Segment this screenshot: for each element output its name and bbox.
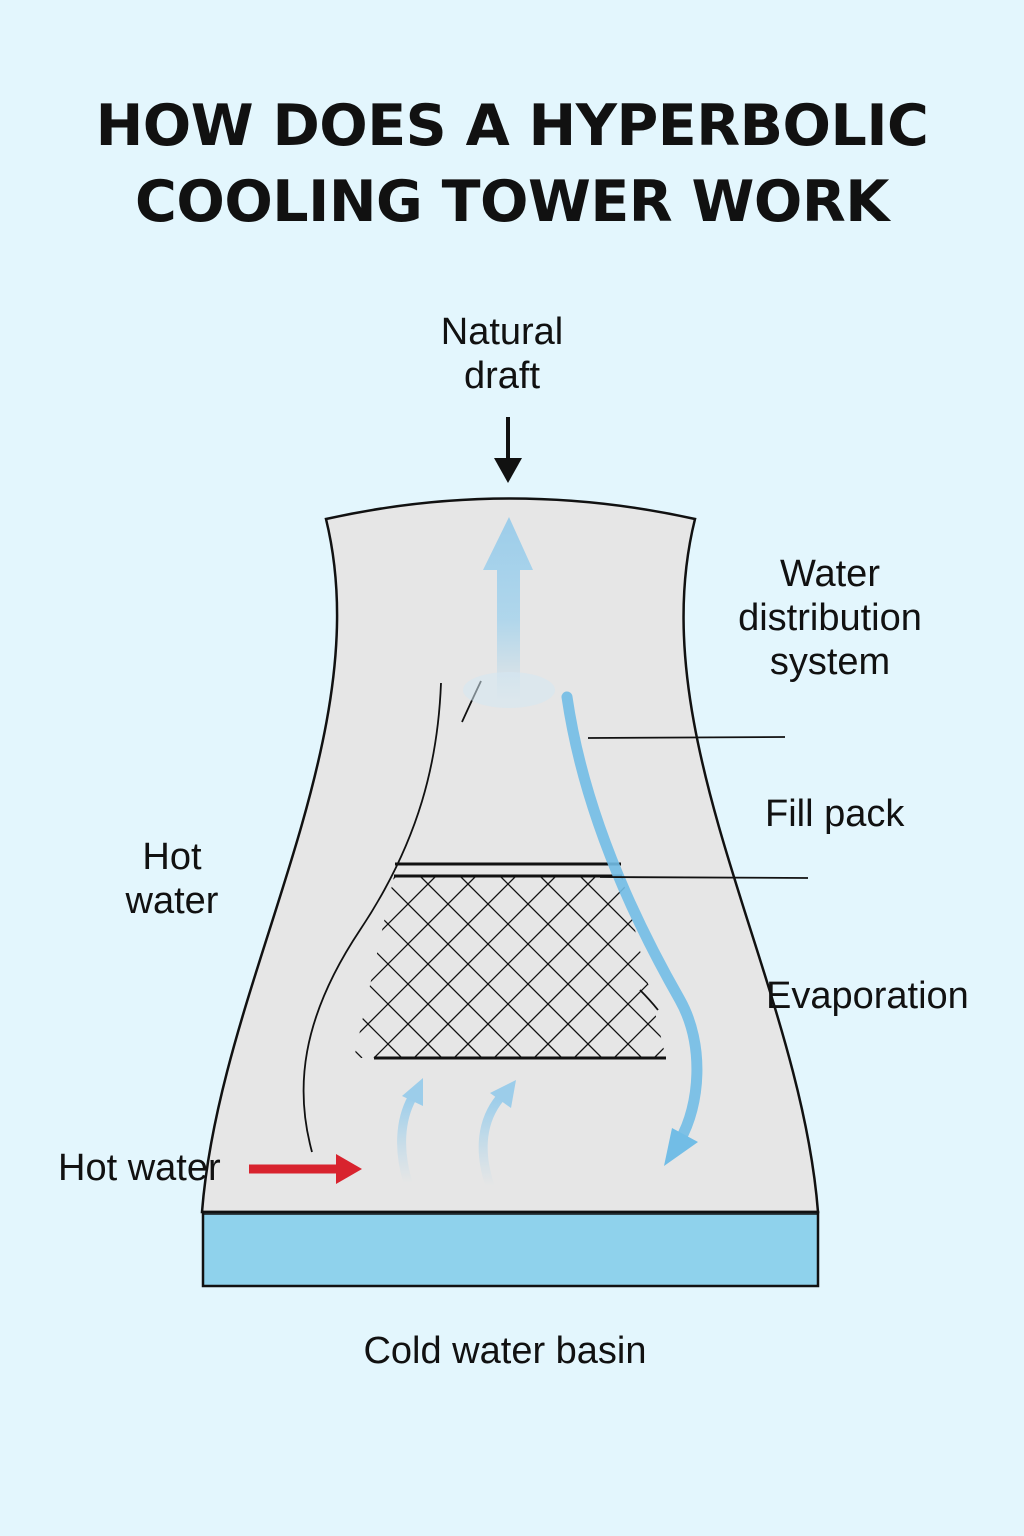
air-inflow-arrow-right [478,1093,505,1191]
label-fill-pack: Fill pack [765,793,905,835]
label-evaporation: Evaporation [766,975,969,1017]
inner-shell-curve-right [639,989,659,1011]
label-water-distribution-line-1: Water [780,553,880,595]
leader-line-water-distribution [587,736,786,739]
label-hot-water-line-2: water [125,880,219,922]
inner-shell-curve-left [302,682,442,1153]
cold-water-basin [201,1210,820,1288]
natural-draft-arrow-head [494,458,522,483]
label-natural-draft-line-1: Natural [440,311,564,353]
label-hot-water-line-1: Hot [142,836,202,878]
diagram-title-line-2: COOLING TOWER WORK [135,169,889,235]
tower-shell [200,497,820,1214]
leader-line-fill-pack [599,876,809,879]
hot-water-inlet-arrow-head [336,1154,362,1184]
label-cold-water-basin: Cold water basin [363,1330,647,1372]
updraft-arrow [483,517,533,700]
diagram-title-line-1: HOW DOES A HYPERBOLIC [95,93,929,159]
label-water-distribution-line-3: system [769,641,891,683]
label-water-distribution-line-2: distribution [738,597,922,639]
label-hot-water-inlet: Hot water [58,1147,221,1189]
label-natural-draft-line-2: draft [463,355,541,397]
air-inflow-arrow-left [397,1093,417,1188]
water-stream-arrow [561,691,703,1146]
